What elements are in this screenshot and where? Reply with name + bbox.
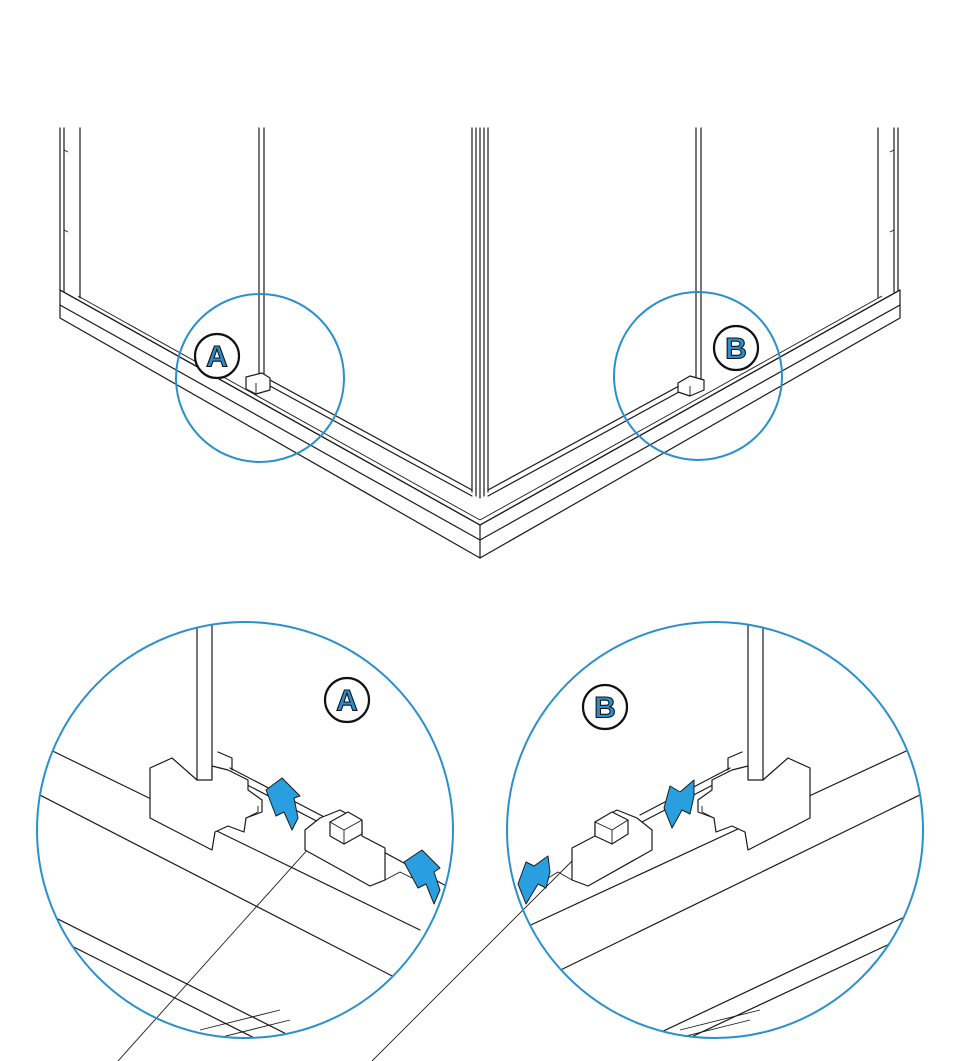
center-corner-post	[471, 127, 489, 499]
callout-a-label: A	[206, 341, 228, 374]
arrow-b-2	[517, 855, 551, 905]
detail-circle-a	[175, 293, 345, 463]
detail-circle-a-large	[36, 621, 454, 1039]
arrow-b-1	[663, 779, 695, 829]
callout-a-detail: A	[323, 676, 371, 724]
callout-a: A	[193, 332, 241, 380]
callout-b-detail: B	[581, 683, 629, 731]
leader-line-a	[117, 837, 319, 1061]
guide-b-small	[677, 375, 705, 397]
overview-enclosure: A B	[59, 127, 901, 559]
arrow-a-1	[265, 777, 301, 831]
callout-b: B	[712, 324, 760, 372]
right-wall-profile	[877, 127, 899, 299]
guide-a-small	[245, 372, 271, 395]
door-bottom-rails	[269, 379, 691, 497]
detail-circle-b	[613, 291, 783, 461]
detail-view-b: B	[506, 621, 924, 1039]
left-fixed-panel	[258, 127, 265, 381]
callout-b-detail-label: B	[594, 692, 616, 725]
detail-circle-b-large	[506, 621, 924, 1039]
leader-line-b	[371, 857, 576, 1061]
callout-a-detail-label: A	[336, 685, 358, 718]
left-wall-profile	[59, 127, 81, 299]
arrow-a-2	[403, 849, 441, 905]
right-fixed-panel	[695, 127, 702, 381]
callout-b-label: B	[725, 333, 747, 366]
detail-view-a: A	[36, 621, 454, 1039]
